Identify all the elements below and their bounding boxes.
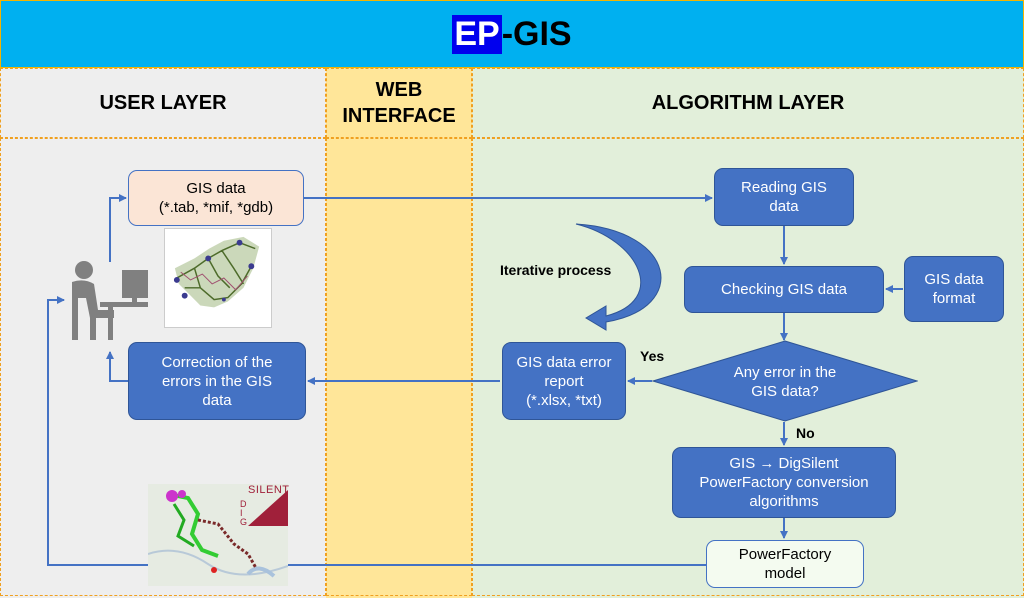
user-layer-title: USER LAYER — [99, 92, 227, 114]
algorithm-layer-title: ALGORITHM LAYER — [651, 92, 845, 114]
no-label: No — [796, 425, 815, 441]
logo-text: SILENT — [248, 484, 290, 496]
web-header-frame — [326, 68, 472, 138]
user-body-frame — [0, 138, 326, 596]
iterative-process-label: Iterative process — [500, 262, 612, 278]
edge-user-to-gisdata — [109, 194, 127, 262]
header-bar — [0, 0, 1024, 68]
logo-vertical-text: DIG — [240, 499, 248, 527]
title-rest: -GIS — [501, 14, 572, 53]
edge-model-to-user — [47, 296, 706, 566]
reading-gis-node: Reading GIS data — [714, 168, 854, 226]
gis-format-node: GIS data format — [904, 256, 1004, 322]
powerfactory-model-node: PowerFactory model — [706, 540, 864, 588]
gis-data-node: GIS data (*.tab, *mif, *gdb) — [128, 170, 304, 226]
page-title: EP-GIS — [0, 0, 1024, 68]
yes-label: Yes — [640, 348, 665, 364]
correction-node: Correction of the errors in the GIS data — [128, 342, 306, 420]
digsilent-map-icon — [148, 484, 288, 586]
decision-diamond — [652, 340, 918, 422]
web-body-frame — [326, 138, 472, 596]
gis-network-map-icon — [164, 228, 272, 328]
title-ep: EP — [452, 14, 502, 54]
person-at-computer-icon — [72, 261, 148, 340]
edge-correction-to-user — [106, 351, 128, 382]
web-interface-title: WEB INTERFACE — [342, 79, 456, 127]
error-report-node: GIS data error report (*.xlsx, *txt) — [502, 342, 626, 420]
user-header-frame — [0, 68, 326, 138]
web-interface-column — [326, 68, 472, 598]
iterative-arrow — [575, 223, 662, 331]
conversion-node: GIS → DigSilent PowerFactory conversion … — [672, 447, 896, 518]
decision-text: Any error in the GIS data? — [733, 364, 837, 400]
checking-gis-node: Checking GIS data — [684, 266, 884, 313]
